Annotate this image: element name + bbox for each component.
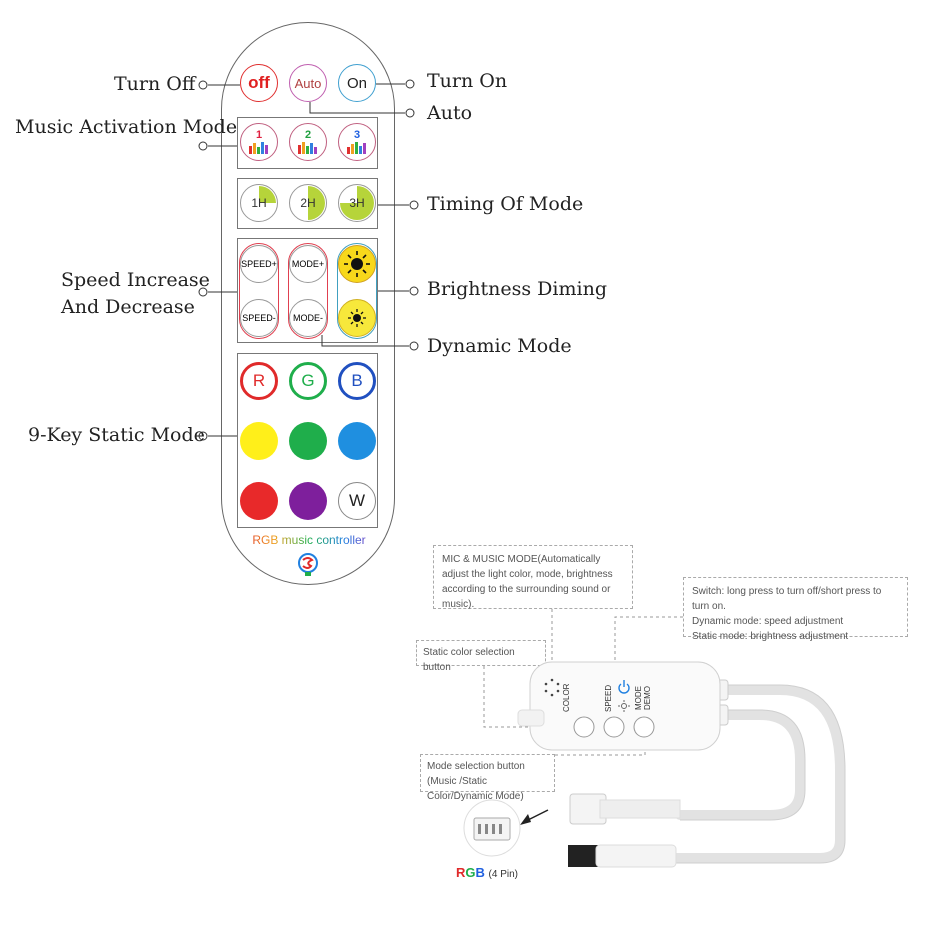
clock-icon <box>259 186 276 203</box>
mode-pill <box>288 243 328 339</box>
label-turn-on: Turn On <box>427 70 508 92</box>
speed-pill <box>239 243 279 339</box>
speed-button-label: SPEED <box>604 684 613 712</box>
on-button[interactable]: On <box>338 64 376 102</box>
sun-icon <box>344 251 370 277</box>
timer-1h-button[interactable]: 1H <box>240 184 278 222</box>
mode-callout: Mode selection button (Music /Static Col… <box>420 754 555 802</box>
equalizer-icon <box>298 142 317 154</box>
switch-note-3: Static mode: brightness adjustment <box>692 631 849 642</box>
demo-button-label: DEMO <box>643 686 652 710</box>
music-2-button[interactable]: 2 <box>289 123 327 161</box>
speed-button[interactable] <box>604 717 624 737</box>
speed-down-button[interactable]: SPEED- <box>240 299 278 337</box>
sun-icon <box>348 309 366 327</box>
brightness-pill <box>337 243 377 339</box>
label-dynamic-mode: Dynamic Mode <box>427 335 572 357</box>
label-auto: Auto <box>427 102 473 124</box>
rgb-pin-label: RGB (4 Pin) <box>456 864 518 882</box>
yellow-button[interactable] <box>240 422 278 460</box>
color-button[interactable] <box>574 717 594 737</box>
red-button[interactable] <box>240 482 278 520</box>
auto-button[interactable]: Auto <box>289 64 327 102</box>
color-callout: Static color selection button <box>416 640 546 673</box>
mode-down-button[interactable]: MODE- <box>289 299 327 337</box>
red-letter-button[interactable]: R <box>240 362 278 400</box>
clock-icon <box>340 186 374 220</box>
brightness-up-button[interactable] <box>338 245 376 283</box>
label-timing-mode: Timing Of Mode <box>427 193 584 215</box>
label-brightness: Brightness Diming <box>427 278 607 300</box>
label-music-mode: Music Activation Mode <box>15 116 238 138</box>
label-static-mode: 9-Key Static Mode <box>28 424 205 446</box>
brand-logo <box>298 553 318 576</box>
brightness-down-button[interactable] <box>338 299 376 337</box>
equalizer-icon <box>249 142 268 154</box>
mic-note: MIC & MUSIC MODE(Automatically adjust th… <box>442 554 613 610</box>
label-turn-off: Turn Off <box>114 73 196 95</box>
color-note: Static color selection button <box>423 647 515 673</box>
white-button[interactable]: W <box>338 482 376 520</box>
mode-up-button[interactable]: MODE+ <box>289 245 327 283</box>
timer-1h-label: 1H <box>251 196 267 210</box>
green-letter-button[interactable]: G <box>289 362 327 400</box>
mode-button[interactable] <box>634 717 654 737</box>
remote-footer-text: RGB music controller <box>240 533 378 547</box>
purple-button[interactable] <box>289 482 327 520</box>
music-3-label: 3 <box>353 129 361 141</box>
timer-2h-button[interactable]: 2H <box>289 184 327 222</box>
music-2-label: 2 <box>304 129 312 141</box>
green-button[interactable] <box>289 422 327 460</box>
switch-callout: Switch: long press to turn off/short pre… <box>683 577 908 642</box>
switch-note-1: Switch: long press to turn off/short pre… <box>692 586 882 612</box>
off-button[interactable]: off <box>240 64 278 102</box>
blue-button[interactable] <box>338 422 376 460</box>
rgb-word: RGB <box>456 865 485 880</box>
equalizer-icon <box>347 142 366 154</box>
timer-2h-label: 2H <box>300 196 316 210</box>
music-1-button[interactable]: 1 <box>240 123 278 161</box>
label-speed-line1: Speed Increase <box>61 269 210 291</box>
color-button-label: COLOR <box>562 683 571 712</box>
music-3-button[interactable]: 3 <box>338 123 376 161</box>
switch-note-2: Dynamic mode: speed adjustment <box>692 616 844 627</box>
timer-3h-label: 3H <box>349 196 365 210</box>
rgb-pin-note: (4 Pin) <box>488 869 518 880</box>
mode-button-label: MODE <box>634 686 643 710</box>
label-speed-line2: And Decrease <box>61 296 195 318</box>
blue-letter-button[interactable]: B <box>338 362 376 400</box>
controller-drawing <box>463 609 846 868</box>
music-1-label: 1 <box>255 129 263 141</box>
leader-lines <box>198 79 419 441</box>
timer-3h-button[interactable]: 3H <box>338 184 376 222</box>
mic-callout: MIC & MUSIC MODE(Automatically adjust th… <box>433 545 633 610</box>
mode-note: Mode selection button (Music /Static Col… <box>427 761 525 802</box>
clock-icon <box>308 186 325 220</box>
speed-up-button[interactable]: SPEED+ <box>240 245 278 283</box>
